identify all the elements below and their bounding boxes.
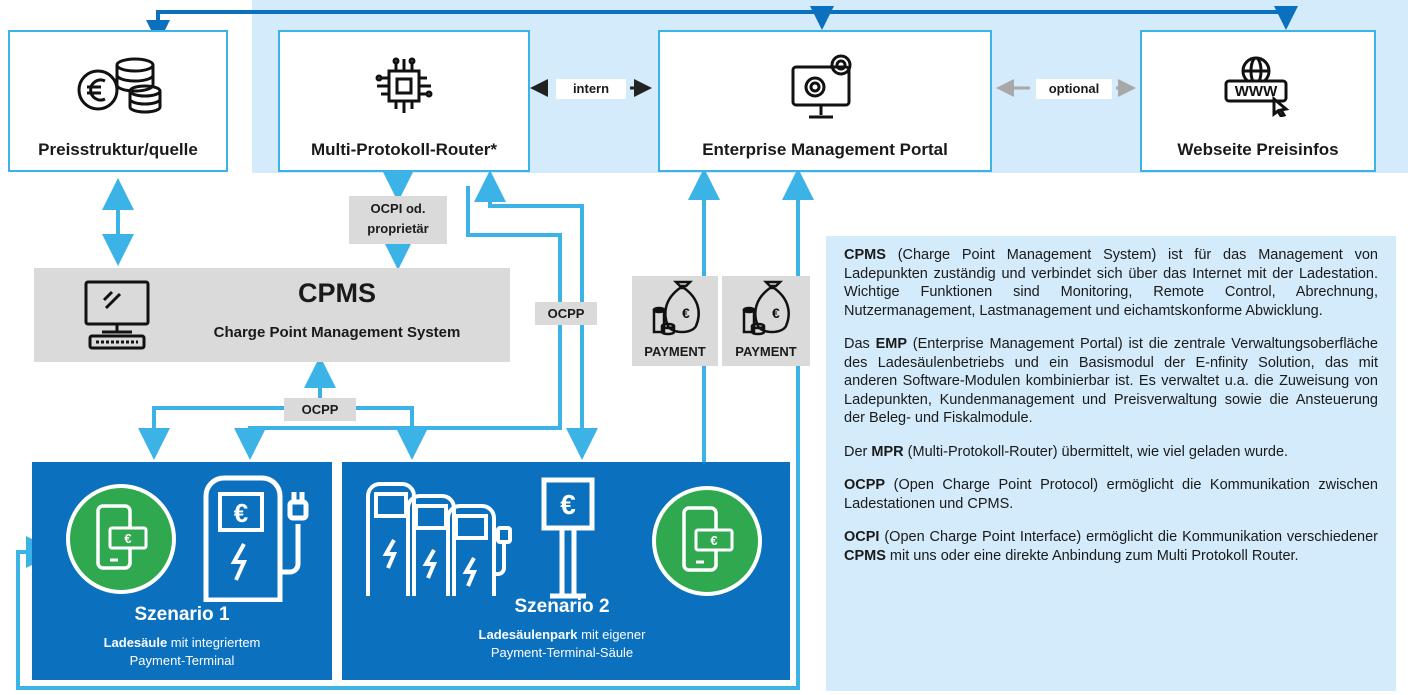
cpms-subtitle: Charge Point Management System bbox=[213, 324, 461, 341]
monitor-gears-icon bbox=[789, 32, 861, 140]
ocpp-cpms-label: OCPP bbox=[284, 398, 356, 421]
svg-text:WWW: WWW bbox=[1235, 83, 1278, 100]
scenario-1-line1: Ladesäule mit integriertem bbox=[32, 634, 332, 651]
scenario-2-box: € € Szenario 2 Ladesäulenpark mit eigene… bbox=[342, 462, 790, 680]
payment-box-2: € PAYMENT bbox=[722, 276, 810, 366]
optional-label: optional bbox=[1036, 79, 1112, 99]
mpr-box: Multi-Protokoll-Router* bbox=[278, 30, 530, 172]
cpms-title: CPMS bbox=[297, 278, 376, 308]
scenario-1-line2: Payment-Terminal bbox=[129, 653, 235, 668]
scenario-2-line2: Payment-Terminal-Säule bbox=[490, 645, 634, 660]
computer-icon bbox=[80, 278, 154, 357]
svg-text:€: € bbox=[682, 305, 690, 321]
svg-text:€: € bbox=[772, 305, 780, 321]
web-box: WWW Webseite Preisinfos bbox=[1140, 30, 1376, 172]
info-ocpp-text: (Open Charge Point Protocol) ermöglicht … bbox=[844, 477, 1378, 512]
web-title: Webseite Preisinfos bbox=[1177, 140, 1339, 159]
scenario-2-title: Szenario 2 bbox=[514, 596, 610, 617]
cpms-box: CPMS Charge Point Management System bbox=[34, 268, 510, 362]
charging-stations-icon bbox=[364, 478, 514, 603]
info-ocpi-term: OCPI bbox=[844, 529, 880, 545]
top-distribution-line bbox=[146, 6, 1298, 44]
scenario-2-line1: Ladesäulenpark mit eigener bbox=[402, 626, 722, 643]
ocpi-line1: OCPI od. bbox=[370, 201, 426, 216]
svg-text:€: € bbox=[234, 498, 248, 528]
info-emp-pre: Das bbox=[844, 336, 876, 352]
preisstruktur-box: Preisstruktur/quelle bbox=[8, 30, 228, 172]
payment-label-2: PAYMENT bbox=[735, 344, 797, 359]
svg-text:€: € bbox=[124, 531, 131, 546]
info-mpr-pre: Der bbox=[844, 443, 872, 460]
info-cpms-term: CPMS bbox=[844, 247, 886, 263]
scenario-1-box: € € Szenario 1 Ladesäule mit integrierte… bbox=[32, 462, 332, 680]
info-ocpi-term2: CPMS bbox=[844, 547, 886, 564]
payment-box-1: € PAYMENT bbox=[632, 276, 718, 366]
scenario-2-rest: mit eigener bbox=[577, 627, 646, 642]
payment-terminal-icon: € bbox=[538, 476, 598, 607]
info-cpms: CPMS (Charge Point Management System) is… bbox=[844, 246, 1378, 320]
scenario-2-bold: Ladesäulenpark bbox=[478, 627, 578, 642]
svg-text:€: € bbox=[710, 533, 717, 548]
info-emp: Das EMP (Enterprise Management Portal) i… bbox=[844, 335, 1378, 428]
info-ocpi-text2: mit uns oder eine direkte Anbindung zum … bbox=[885, 547, 1299, 564]
chip-icon bbox=[371, 32, 437, 140]
preisstruktur-title: Preisstruktur/quelle bbox=[38, 140, 198, 159]
money-bag-icon: € bbox=[650, 280, 702, 343]
info-mpr-text: (Multi-Protokoll-Router) übermittelt, wi… bbox=[903, 443, 1289, 460]
info-emp-text: (Enterprise Management Portal) ist die z… bbox=[844, 336, 1378, 426]
info-emp-term: EMP bbox=[875, 336, 908, 352]
emp-title: Enterprise Management Portal bbox=[702, 140, 948, 159]
money-bag-icon: € bbox=[740, 280, 792, 343]
payment-label-1: PAYMENT bbox=[644, 344, 706, 359]
scenario-1-title: Szenario 1 bbox=[134, 604, 230, 625]
info-ocpi: OCPI (Open Charge Point Interface) ermög… bbox=[844, 528, 1378, 565]
mpr-title: Multi-Protokoll-Router* bbox=[310, 140, 498, 159]
scenario-1-rest: mit integriertem bbox=[167, 635, 261, 650]
info-mpr-term: MPR bbox=[871, 443, 904, 460]
info-ocpi-text1: (Open Charge Point Interface) ermöglicht… bbox=[879, 529, 1378, 545]
ocpi-label: OCPI od. proprietär bbox=[349, 196, 447, 244]
emp-box: Enterprise Management Portal bbox=[658, 30, 992, 172]
coins-euro-icon bbox=[73, 32, 163, 140]
info-mpr: Der MPR (Multi-Protokoll-Router) übermit… bbox=[844, 443, 1378, 462]
phone-payment-icon: € bbox=[66, 484, 176, 599]
svg-text:€: € bbox=[560, 489, 576, 520]
phone-payment-icon: € bbox=[652, 486, 762, 601]
charging-station-icon: € bbox=[200, 472, 320, 607]
intern-label: intern bbox=[556, 79, 626, 99]
scenario-1-bold: Ladesäule bbox=[103, 635, 168, 650]
info-ocpp-term: OCPP bbox=[844, 477, 886, 493]
ocpi-line2: proprietär bbox=[367, 221, 429, 236]
info-cpms-text: (Charge Point Management System) ist für… bbox=[844, 247, 1378, 319]
info-ocpp: OCPP (Open Charge Point Protocol) ermögl… bbox=[844, 476, 1378, 513]
info-box: CPMS (Charge Point Management System) is… bbox=[826, 236, 1396, 691]
www-globe-icon: WWW bbox=[1220, 32, 1296, 140]
ocpp-right-label: OCPP bbox=[535, 302, 597, 325]
